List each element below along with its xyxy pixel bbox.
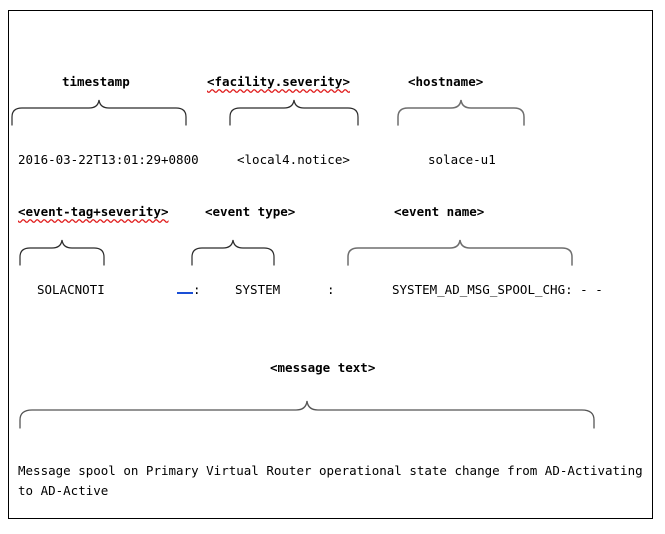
brace-event-type	[191, 239, 275, 266]
field-value-event-type: SYSTEM	[235, 282, 281, 297]
field-label-message-text: <message text>	[270, 360, 376, 375]
document-frame: timestamp 2016-03-22T13:01:29+0800 <faci…	[8, 10, 653, 519]
event-name-separator-colon: :	[327, 282, 335, 297]
event-type-link-separator[interactable]: :	[177, 282, 201, 297]
field-value-timestamp: 2016-03-22T13:01:29+0800	[18, 152, 199, 167]
field-label-event-name: <event name>	[394, 204, 485, 219]
field-label-facility-severity: <facility.severity>	[207, 74, 350, 89]
field-value-hostname: solace-u1	[428, 152, 496, 167]
separator-colon: :	[193, 282, 201, 297]
brace-event-tag-severity	[19, 239, 105, 266]
brace-timestamp	[11, 99, 187, 126]
field-value-event-name: SYSTEM_AD_MSG_SPOOL_CHG: - -	[392, 282, 603, 297]
field-value-facility-severity: <local4.notice>	[237, 152, 350, 167]
brace-event-name	[347, 239, 573, 266]
brace-facility-severity	[229, 99, 359, 126]
brace-message-text	[19, 400, 597, 429]
link-dash	[177, 282, 193, 294]
field-label-hostname: <hostname>	[408, 74, 484, 89]
brace-hostname	[397, 99, 525, 126]
field-label-event-tag-severity: <event-tag+severity>	[18, 204, 169, 219]
field-value-event-tag-severity: SOLACNOTI	[37, 282, 105, 297]
field-label-timestamp: timestamp	[62, 74, 130, 89]
field-value-message-text: Message spool on Primary Virtual Router …	[18, 463, 643, 498]
field-label-event-type: <event type>	[205, 204, 296, 219]
